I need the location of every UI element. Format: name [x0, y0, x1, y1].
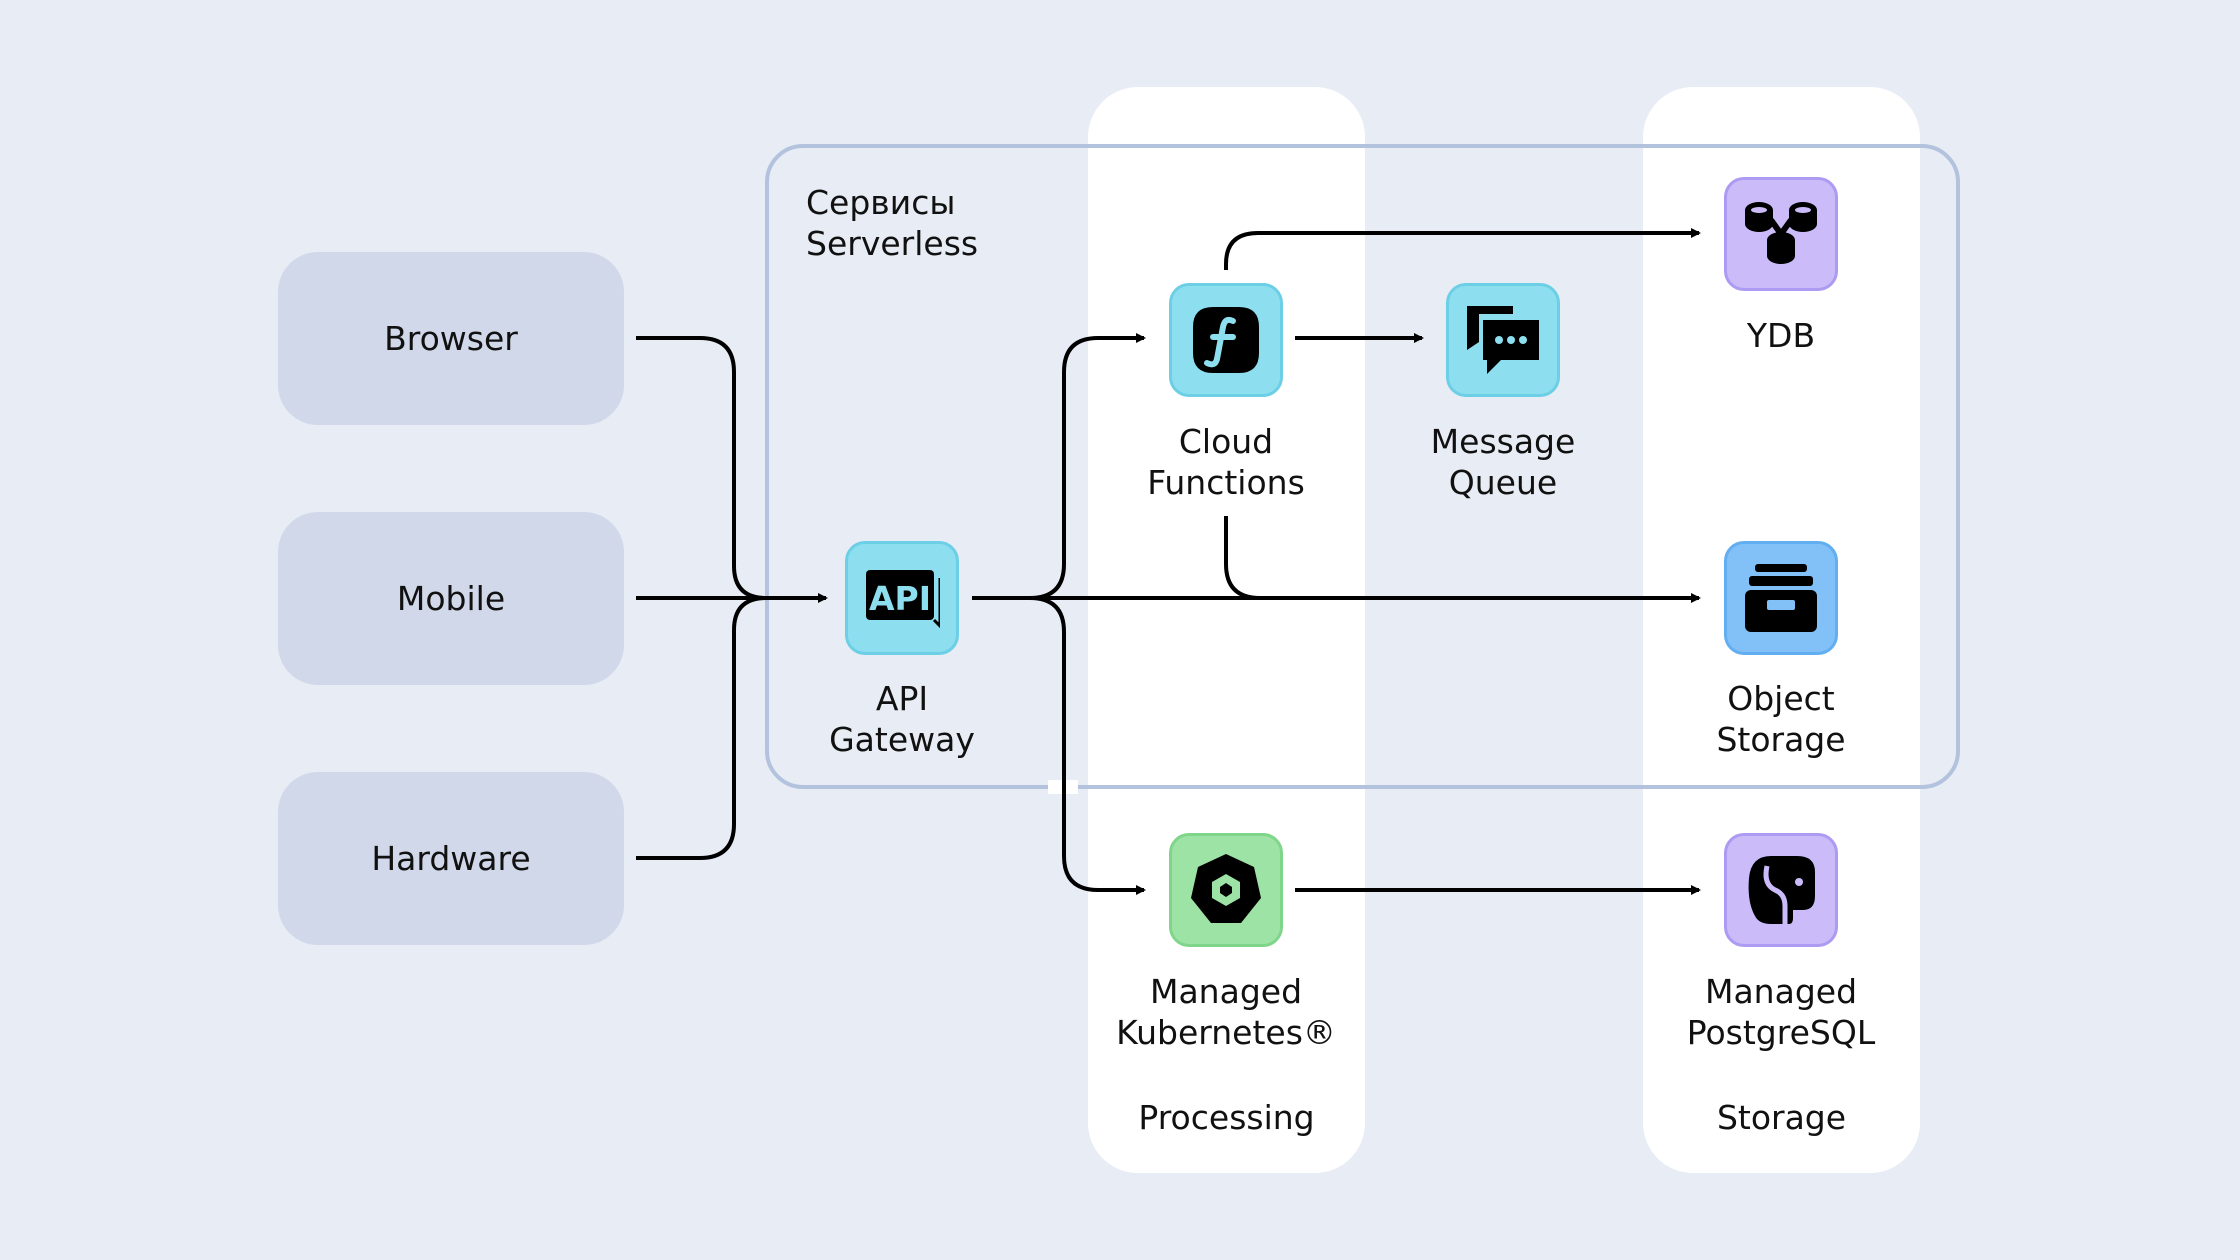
ydb-label: YDB: [1746, 316, 1816, 355]
arrow-gateway-to-kubernetes: [972, 596, 1146, 895]
client-mobile-label: Mobile: [396, 579, 506, 618]
kubernetes-icon: [1191, 854, 1261, 923]
object-storage-label: Object Storage: [1716, 679, 1846, 759]
cloud-functions-tile: [1169, 283, 1283, 397]
arrow-browser-to-gateway: [636, 336, 767, 600]
database-nodes-icon: [1745, 202, 1817, 264]
message-queue-label: Message Queue: [1430, 422, 1576, 502]
svg-text:API: API: [869, 579, 931, 618]
arrow-functions-to-ydb: [1224, 228, 1701, 270]
api-gateway-label: API Gateway: [829, 679, 975, 759]
archive-box-icon: [1745, 564, 1817, 632]
function-icon: [1193, 307, 1259, 373]
postgresql-elephant-icon: [1748, 856, 1815, 924]
client-hardware: Hardware: [278, 772, 624, 945]
arrow-functions-to-object-storage: [1224, 516, 1261, 600]
object-storage-tile: [1724, 541, 1838, 655]
message-queue-tile: [1446, 283, 1560, 397]
api-gateway-tile: API: [845, 541, 959, 655]
managed-kubernetes-label: Managed Kubernetes®: [1116, 972, 1336, 1052]
cloud-functions-label: Cloud Functions: [1147, 422, 1305, 502]
serverless-frame: [765, 144, 1960, 789]
processing-column-label: Processing: [1138, 1098, 1315, 1137]
client-browser-label: Browser: [384, 319, 518, 358]
client-browser: Browser: [278, 252, 624, 425]
chat-bubbles-icon: [1467, 306, 1539, 374]
managed-kubernetes-tile: [1169, 833, 1283, 947]
managed-postgresql-tile: [1724, 833, 1838, 947]
client-mobile: Mobile: [278, 512, 624, 685]
managed-postgresql-label: Managed PostgreSQL: [1686, 972, 1876, 1052]
api-icon: API: [866, 570, 940, 628]
storage-column-label: Storage: [1716, 1098, 1847, 1137]
ydb-tile: [1724, 177, 1838, 291]
client-hardware-label: Hardware: [371, 839, 531, 878]
serverless-frame-label: Сервисы Serverless: [806, 183, 979, 263]
arrow-hardware-to-gateway: [636, 596, 767, 860]
